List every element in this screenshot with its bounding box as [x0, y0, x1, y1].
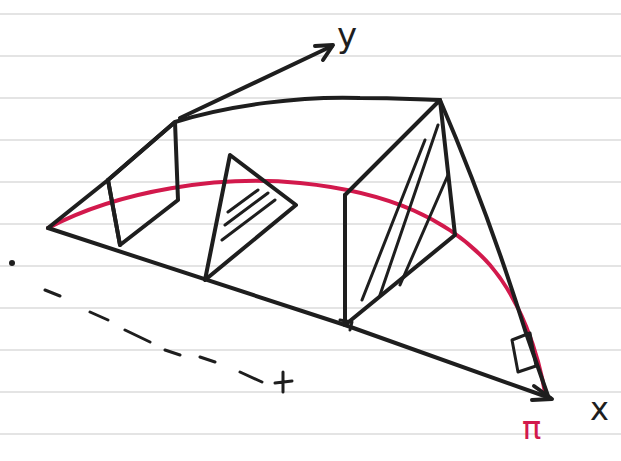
ruled-lines	[0, 14, 621, 434]
base-curve	[48, 181, 546, 398]
axis-label: x	[590, 393, 609, 425]
axis-label: y	[337, 18, 357, 52]
dashed-line	[45, 290, 262, 382]
solid-outline	[48, 45, 552, 400]
endpoint-label: π	[522, 412, 541, 444]
tick-mark	[275, 372, 292, 392]
